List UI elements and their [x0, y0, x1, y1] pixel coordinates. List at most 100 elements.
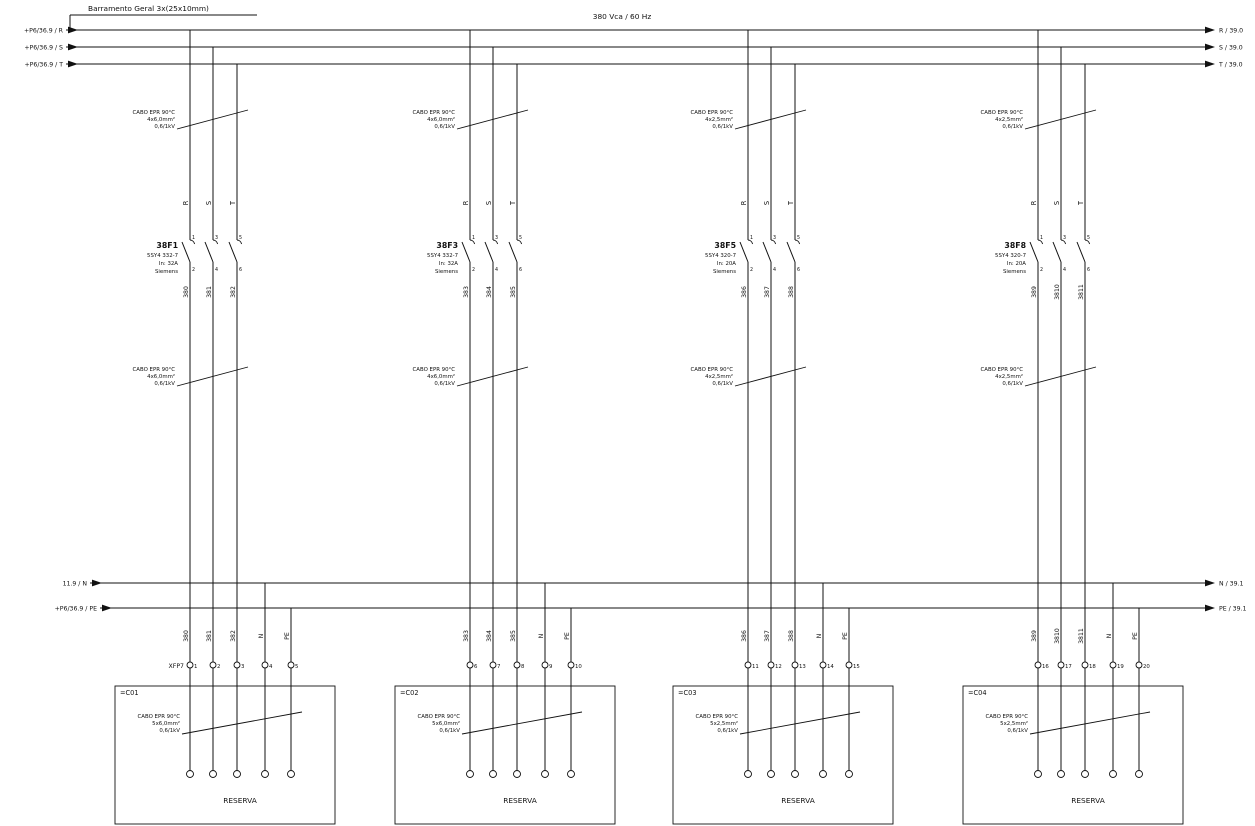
fixed-contact-icon	[236, 239, 243, 245]
terminal-number: 3	[241, 664, 244, 670]
incoming-cable-marker: CABO EPR 90°C 4x2,5mm² 0,6/1kV	[691, 109, 807, 130]
cable-voltage: 0,6/1kV	[154, 381, 175, 387]
panel-outline	[672, 685, 894, 825]
terminal-number: 1	[194, 664, 197, 670]
breaker-pole-1: 1 2	[461, 235, 475, 273]
terminal-number: 2	[217, 664, 220, 670]
breaker-model: 5SY4 320-7	[995, 253, 1026, 259]
cable-end-terminal	[287, 770, 295, 778]
moving-contact	[786, 241, 796, 263]
cable-size: 5x6,0mm²	[432, 720, 460, 727]
cable-type: CABO EPR 90°C	[981, 367, 1024, 373]
wire-number: 388	[788, 286, 795, 298]
wire-number: 387	[764, 286, 771, 298]
cable-end-terminal	[1135, 770, 1143, 778]
moving-contact	[739, 241, 749, 263]
moving-contact	[181, 241, 191, 263]
cable-type: CABO EPR 90°C	[981, 110, 1024, 116]
load-name: RESERVA	[1071, 796, 1105, 805]
feeder-branch-1: CABO EPR 90°C 4x6,0mm² 0,6/1kV R S T 38F…	[114, 30, 336, 825]
pin-number: 5	[519, 235, 522, 241]
terminal-wire-label: PE	[564, 632, 571, 640]
feeder-branch-3: CABO EPR 90°C 4x2,5mm² 0,6/1kV R S T 38F…	[672, 30, 894, 825]
terminal-strip-section: 386 387 388 N PE 11 12 13 14 15	[741, 630, 860, 670]
phase-letter-r: R	[182, 200, 190, 205]
cable-end-terminal	[744, 770, 752, 778]
terminal	[767, 661, 775, 669]
breaker-brand: Siemens	[435, 269, 458, 275]
terminal-wire-label: N	[258, 633, 265, 638]
wire-number: 382	[230, 286, 237, 298]
bus-right-label: N / 39.1	[1219, 581, 1243, 588]
cable-end-terminal	[513, 770, 521, 778]
cable-type: CABO EPR 90°C	[138, 714, 181, 720]
terminal-strip-section: 380 381 382 N PE XFP7 1 2 3 4 5	[169, 630, 299, 670]
fixed-contact-icon	[1037, 239, 1044, 245]
feed-arrow-icon	[102, 604, 112, 612]
cable-end-terminal	[819, 770, 827, 778]
cable-size: 4x6,0mm²	[427, 373, 455, 380]
bus-left-label: +P6/36.9 / S	[24, 45, 63, 52]
feed-arrow-icon	[92, 579, 102, 587]
pin-number: 1	[192, 235, 195, 241]
feed-arrow-icon	[68, 60, 78, 68]
terminal	[186, 661, 194, 669]
cable-end-terminal	[791, 770, 799, 778]
terminal-number: 11	[752, 664, 759, 670]
fixed-contact-icon	[189, 239, 196, 245]
panel-tag: =C04	[968, 689, 987, 697]
terminal-number: 15	[853, 664, 860, 670]
wire-number: 381	[206, 286, 213, 298]
feed-arrow-icon	[68, 43, 78, 51]
terminal-wire-label: 380	[183, 630, 190, 642]
terminal	[466, 661, 474, 669]
pin-number: 4	[495, 267, 498, 273]
breaker-pole-2: 3 4	[1052, 235, 1066, 273]
cable-voltage: 0,6/1kV	[1007, 728, 1028, 734]
bus-n: 11.9 / N N / 39.1	[63, 579, 1243, 588]
breaker-pole-2: 3 4	[484, 235, 498, 273]
fixed-contact-icon	[794, 239, 801, 245]
bus-left-label: +P6/36.9 / R	[24, 28, 64, 35]
pin-number: 2	[750, 267, 753, 273]
terminal	[261, 661, 269, 669]
terminal-number: 7	[497, 664, 500, 670]
terminal-wire-label: PE	[842, 632, 849, 640]
terminal	[1135, 661, 1143, 669]
wire-numbers: 389 3810 3811	[1031, 284, 1085, 300]
circuit-breaker: 38F5 5SY4 320-7 In: 20A Siemens 1 2 3 4 …	[705, 235, 800, 275]
bus-right-label: PE / 39.1	[1219, 606, 1246, 613]
bus-pe: +P6/36.9 / PE PE / 39.1	[55, 604, 1246, 613]
bus-left-label: +P6/36.9 / PE	[55, 606, 97, 613]
terminal-number: 9	[549, 664, 553, 670]
cable-end-terminal	[233, 770, 241, 778]
moving-contact	[204, 241, 214, 263]
terminal-wire-label: N	[538, 633, 545, 638]
cable-end-terminal	[1057, 770, 1065, 778]
pin-number: 6	[1087, 267, 1090, 273]
terminal	[791, 661, 799, 669]
terminal-number: 20	[1143, 664, 1150, 670]
terminal-wire-label: 386	[741, 630, 748, 642]
terminal	[1109, 661, 1117, 669]
terminal-wire-label: 382	[230, 630, 237, 642]
terminal-wire-label: 383	[463, 630, 470, 642]
circuit-breaker: 38F8 5SY4 320-7 In: 20A Siemens 1 2 3 4 …	[995, 235, 1090, 275]
pin-number: 5	[1087, 235, 1090, 241]
breaker-current: In: 20A	[1007, 261, 1026, 267]
terminal	[845, 661, 853, 669]
incoming-cable-marker: CABO EPR 90°C 4x6,0mm² 0,6/1kV	[413, 109, 529, 130]
cable-end-terminal	[209, 770, 217, 778]
outgoing-cable-marker: CABO EPR 90°C 4x2,5mm² 0,6/1kV	[691, 366, 807, 387]
cable-size: 4x2,5mm²	[705, 373, 733, 380]
breaker-tag: 38F1	[156, 241, 178, 250]
breaker-current: In: 32A	[159, 261, 178, 267]
phase-letter-t: T	[1077, 200, 1085, 206]
pin-number: 2	[192, 267, 195, 273]
cable-type: CABO EPR 90°C	[418, 714, 461, 720]
terminal	[819, 661, 827, 669]
cable-size: 4x2,5mm²	[705, 116, 733, 123]
branch-conductors	[1037, 30, 1140, 770]
wire-number: 3811	[1078, 284, 1085, 300]
breaker-model: 5SY4 332-7	[147, 253, 178, 259]
